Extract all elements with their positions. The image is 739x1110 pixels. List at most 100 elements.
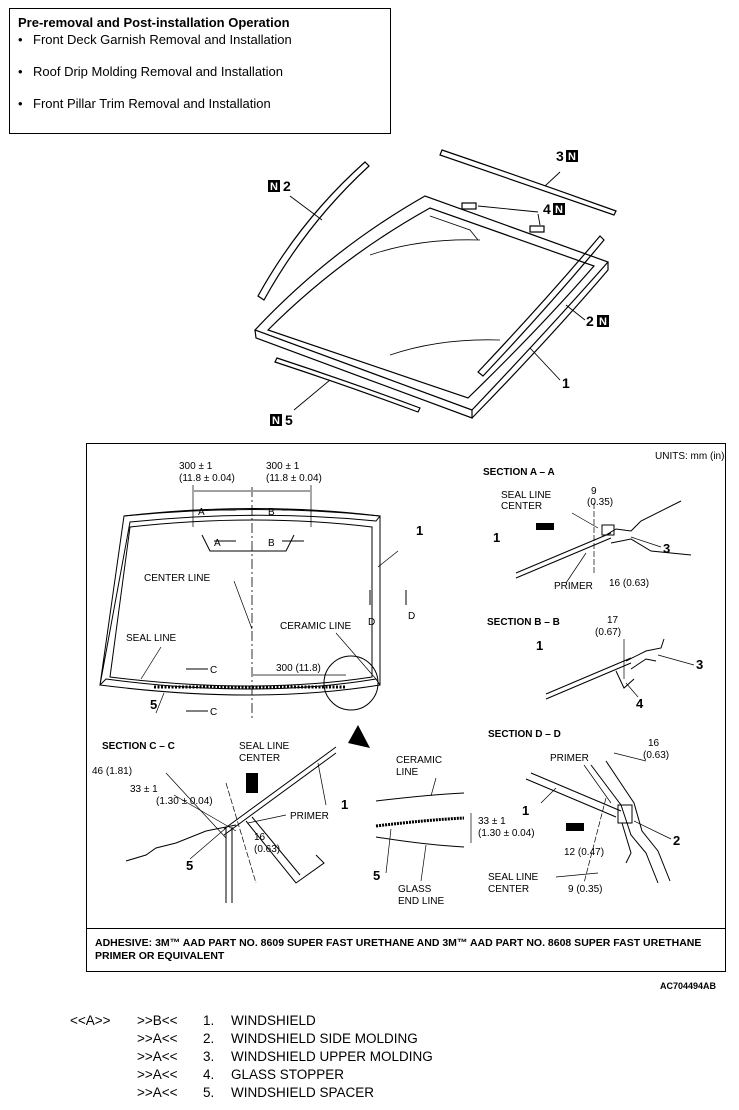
legend-install-ref: >>A<< xyxy=(137,1031,178,1046)
dd-center: CENTER xyxy=(488,884,529,895)
legend-install-ref: >>A<< xyxy=(137,1085,178,1100)
zoom-dim33a: 33 ± 1 xyxy=(478,816,506,827)
exploded-view: N 2 3 N 4 N 2 N 1 N 5 xyxy=(253,148,617,428)
detail-circle xyxy=(323,655,379,711)
n-mark: N xyxy=(270,181,278,193)
bullet-icon: • xyxy=(18,32,23,47)
bb-dim17b: (0.67) xyxy=(595,627,621,638)
glass-stopper-right xyxy=(529,225,545,233)
zoom-ceramic: CERAMIC xyxy=(396,755,442,766)
center-line-label: CENTER LINE xyxy=(144,573,210,584)
n-mark: N xyxy=(555,204,563,216)
cc-dim33a: 33 ± 1 xyxy=(130,784,158,795)
seal-line-label: SEAL LINE xyxy=(126,633,177,644)
n-mark: N xyxy=(568,151,576,163)
zoom-ceramic-line: LINE xyxy=(396,767,419,778)
aa-primer: PRIMER xyxy=(554,581,593,592)
zoom-glass: GLASS xyxy=(398,884,432,895)
legend-number: 3. xyxy=(203,1049,215,1064)
glass-stopper-left xyxy=(461,202,477,210)
cc-callout-5: 5 xyxy=(186,858,193,873)
legend-number: 1. xyxy=(203,1013,215,1028)
windshield-glass xyxy=(253,195,610,411)
figure-code: AC704494AB xyxy=(660,981,717,991)
dd-dim12: 12 (0.47) xyxy=(564,847,604,858)
callout-1: 1 xyxy=(562,375,570,391)
aa-seal-line: SEAL LINE xyxy=(501,490,552,501)
zoom-end-line: END LINE xyxy=(398,896,444,907)
aa-dim9a: 9 xyxy=(591,486,597,497)
legend-part-name: WINDSHIELD xyxy=(231,1013,316,1028)
legend-install-ref: >>A<< xyxy=(137,1067,178,1082)
bb-callout-3: 3 xyxy=(696,657,703,672)
aa-dim16: 16 (0.63) xyxy=(609,578,649,589)
dd-primer: PRIMER xyxy=(550,753,589,764)
detail-drawings: 300 ± 1 (11.8 ± 0.04) 300 ± 1 (11.8 ± 0.… xyxy=(92,461,703,907)
zoom-dim33b: (1.30 ± 0.04) xyxy=(478,828,535,839)
legend-removal-ref: <<A>> xyxy=(70,1013,111,1028)
units-label: UNITS: mm (in) xyxy=(655,451,725,462)
dd-dim16b: (0.63) xyxy=(643,750,669,761)
aa-callout-1: 1 xyxy=(493,530,500,545)
dd-seal-line: SEAL LINE xyxy=(488,872,539,883)
pre-removal-title: Pre-removal and Post-installation Operat… xyxy=(18,15,290,30)
pre-item-front-pillar: •Front Pillar Trim Removal and Installat… xyxy=(18,96,271,111)
side-molding-right xyxy=(477,235,605,377)
legend-row-upper-molding: >>A<< 3. WINDSHIELD UPPER MOLDING xyxy=(70,1048,433,1066)
legend-row-windshield: <<A>> >>B<< 1. WINDSHIELD xyxy=(70,1012,433,1030)
dd-callout-1: 1 xyxy=(522,803,529,818)
cc-center: CENTER xyxy=(239,753,280,764)
mark-a: A xyxy=(198,507,205,518)
detail-box xyxy=(86,443,726,972)
pre-removal-box: Pre-removal and Post-installation Operat… xyxy=(9,8,391,134)
n-mark: N xyxy=(272,415,280,427)
side-molding-left xyxy=(257,161,370,301)
callout-2-left: 2 xyxy=(283,178,291,194)
legend-install-ref: >>B<< xyxy=(137,1013,178,1028)
legend-row-spacer: >>A<< 5. WINDSHIELD SPACER xyxy=(70,1084,433,1102)
dim-left-b: (11.8 ± 0.04) xyxy=(179,473,235,484)
legend-number: 5. xyxy=(203,1085,215,1100)
mark-c: C xyxy=(210,707,217,718)
mark-d: D xyxy=(368,617,375,628)
adhesive-divider xyxy=(86,928,726,929)
bullet-icon: • xyxy=(18,64,23,79)
bullet-icon: • xyxy=(18,96,23,111)
legend-number: 2. xyxy=(203,1031,215,1046)
bb-dim17a: 17 xyxy=(607,615,619,626)
legend-row-glass-stopper: >>A<< 4. GLASS STOPPER xyxy=(70,1066,433,1084)
adhesive-note: ADHESIVE: 3M™ AAD PART NO. 8609 SUPER FA… xyxy=(95,937,702,962)
callout-5: 5 xyxy=(150,697,157,712)
parts-legend: <<A>> >>B<< 1. WINDSHIELD >>A<< 2. WINDS… xyxy=(70,1012,433,1102)
dd-dim9: 9 (0.35) xyxy=(568,884,602,895)
pre-item-roof-drip: •Roof Drip Molding Removal and Installat… xyxy=(18,64,284,79)
callout-2-right: 2 xyxy=(586,313,594,329)
callout-5: 5 xyxy=(285,412,293,428)
windshield-spacer xyxy=(274,357,421,413)
n-mark: N xyxy=(599,316,607,328)
legend-removal-ref xyxy=(70,1084,137,1102)
cc-seal-line: SEAL LINE xyxy=(239,741,290,752)
legend-part-name: GLASS STOPPER xyxy=(231,1067,345,1082)
legend-row-side-molding: >>A<< 2. WINDSHIELD SIDE MOLDING xyxy=(70,1030,433,1048)
legend-part-name: WINDSHIELD SPACER xyxy=(231,1085,375,1100)
section-dd-title: SECTION D – D xyxy=(488,729,561,740)
section-aa-title: SECTION A – A xyxy=(483,467,555,478)
section-bb-title: SECTION B – B xyxy=(487,617,560,628)
legend-part-name: WINDSHIELD UPPER MOLDING xyxy=(231,1049,433,1064)
callout-4: 4 xyxy=(543,201,551,217)
dd-callout-2: 2 xyxy=(673,833,680,848)
mark-d: D xyxy=(408,611,415,622)
mark-b: B xyxy=(268,507,275,518)
legend-removal-ref xyxy=(70,1066,137,1084)
cc-primer: PRIMER xyxy=(290,811,329,822)
upper-molding xyxy=(439,149,617,216)
mark-b: B xyxy=(268,538,275,549)
mark-c: C xyxy=(210,665,217,676)
mark-a: A xyxy=(214,538,221,549)
cc-dim16b: (0.63) xyxy=(254,844,280,855)
dim-right-b: (11.8 ± 0.04) xyxy=(266,473,322,484)
ceramic-line-label: CERAMIC LINE xyxy=(280,621,351,632)
aa-callout-3: 3 xyxy=(663,541,670,556)
section-cc-title: SECTION C – C xyxy=(102,741,175,752)
